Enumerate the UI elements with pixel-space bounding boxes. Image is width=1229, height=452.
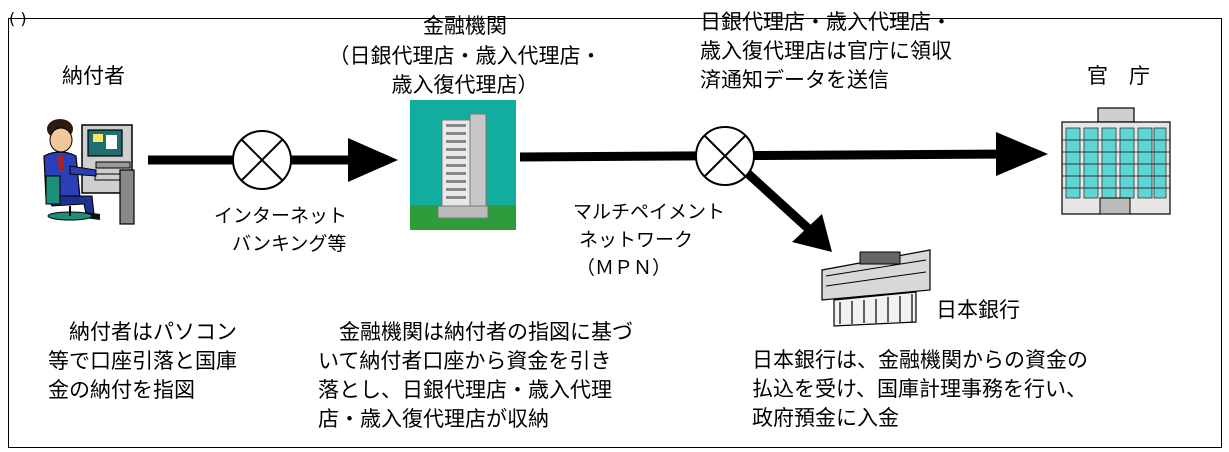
crossed-circle-internet — [232, 130, 292, 190]
boj-building-icon — [821, 249, 931, 327]
fi-desc-line3: 落とし、日銀代理店・歳入代理 — [318, 378, 612, 402]
mpn-line2: ネットワーク — [579, 229, 694, 251]
fi-desc-line1: 金融機関は納付者の指図に基づ — [318, 320, 633, 344]
fi-desc-line4: 店・歳入復代理店が収納 — [318, 407, 549, 431]
diagram-frame: ( ) — [8, 9, 1222, 448]
top-fragment: ( ) — [9, 9, 27, 28]
internet-banking-line2: バンキング等 — [232, 233, 347, 255]
fi-subtitle-line1: （日銀代理店・歳入代理店・ — [328, 44, 602, 68]
arrow-bank-to-ministry — [519, 132, 1048, 176]
internet-banking-line1: インターネット — [214, 205, 348, 227]
mpn-line1: マルチペイメント — [573, 201, 726, 223]
agent-notice-line1: 日銀代理店・歳入代理店・ — [700, 10, 952, 34]
payer-desc-line1: 納付者はパソコン — [48, 320, 237, 344]
fi-desc-line2: いて納付者口座から資金を引き — [318, 349, 612, 373]
payer-desc-line2: 等で口座引落と国庫 — [48, 349, 237, 373]
fi-subtitle-line2: 歳入復代理店） — [391, 73, 539, 97]
agent-notice-line2: 歳入復代理店は官庁に領収 — [700, 39, 952, 63]
boj-desc-line2: 払込を受け、国庫計理事務を行い、 — [752, 377, 1087, 401]
ministry-label: 官 庁 — [1087, 64, 1150, 88]
crossed-circle-mpn — [695, 126, 755, 186]
boj-label: 日本銀行 — [936, 298, 1020, 322]
boj-desc-line3: 政府預金に入金 — [752, 406, 899, 430]
payer-desc-line3: 金の納付を指図 — [48, 378, 195, 402]
mpn-line3: （ＭＰＮ） — [576, 257, 672, 279]
agent-notice-line3: 済通知データを送信 — [700, 68, 889, 92]
payer-person-icon — [43, 119, 135, 225]
boj-desc-line1: 日本銀行は、金融機関からの資金の — [752, 348, 1088, 372]
payer-label: 納付者 — [62, 64, 125, 88]
bank-building-icon — [410, 100, 516, 230]
fi-title: 金融機関 — [423, 14, 507, 38]
ministry-building-icon — [1061, 107, 1171, 215]
